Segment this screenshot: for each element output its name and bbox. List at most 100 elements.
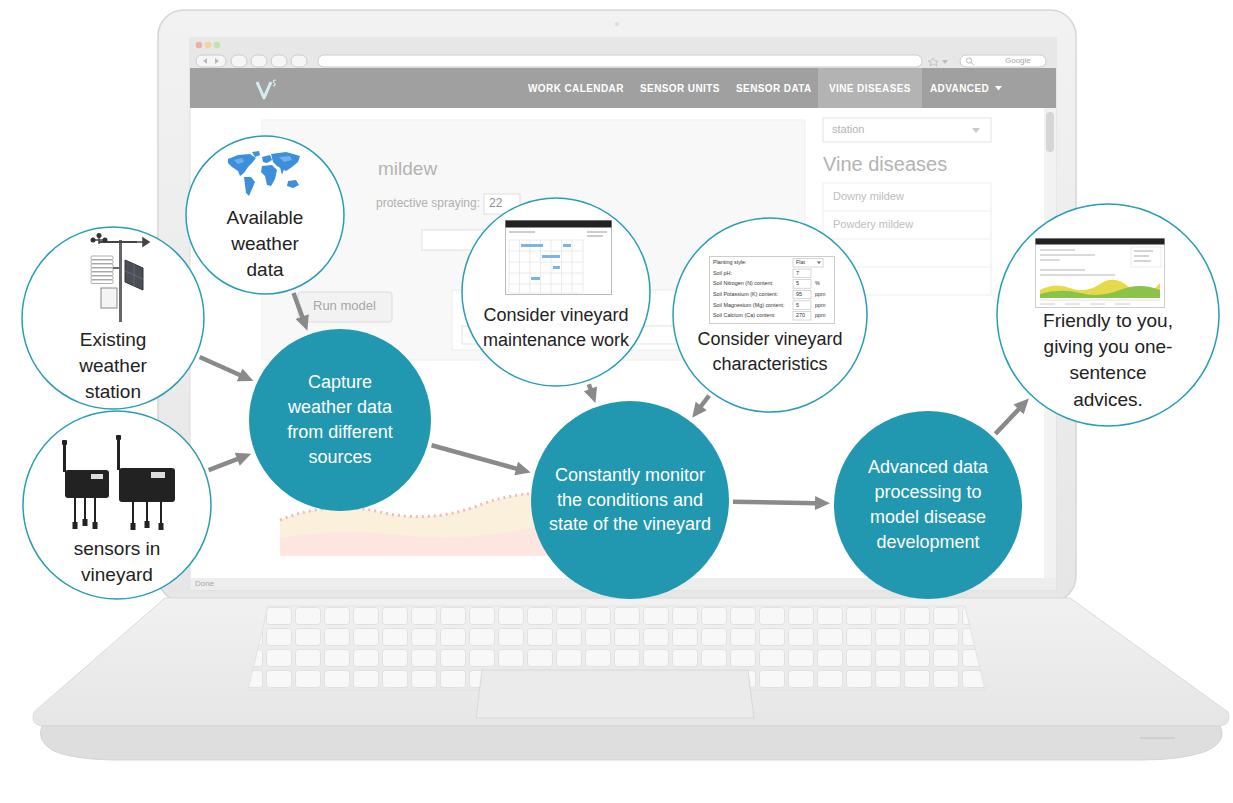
world-map-icon <box>262 155 272 163</box>
search-placeholder: Google <box>1005 56 1031 65</box>
browser-window <box>942 60 948 64</box>
node-text: Capture weather data from different sour… <box>276 370 404 469</box>
form-text: ppm <box>815 312 826 318</box>
faded-page-content <box>823 118 991 142</box>
flow-arrow <box>200 357 254 381</box>
calendar-screenshot <box>542 255 560 258</box>
calendar-screenshot <box>506 221 612 228</box>
flow-arrow <box>294 293 309 331</box>
sensor-devices-picture <box>119 468 175 502</box>
weather-station-picture <box>73 232 153 322</box>
world-map-icon <box>244 177 255 196</box>
browser-window <box>273 80 276 86</box>
calendar-screenshot <box>509 240 583 293</box>
world-map-icon <box>224 149 304 199</box>
form-fields <box>793 312 811 321</box>
laptop-lid <box>615 22 619 26</box>
form-text: % <box>815 280 820 286</box>
form-text: Soil Calcium (Ca) content: <box>713 312 776 318</box>
sensor-devices-picture <box>91 474 103 479</box>
world-map-icon <box>279 156 292 162</box>
calendar-screenshot <box>531 277 540 280</box>
weather-station-picture <box>103 238 108 243</box>
circle-outline <box>531 401 729 599</box>
weather-station-picture <box>119 240 122 322</box>
arrow-head <box>235 453 252 466</box>
browser-window <box>960 55 1046 67</box>
advice-screenshot <box>1035 238 1165 308</box>
info-circle: Existing weather station <box>21 226 205 410</box>
sensor-devices-picture <box>62 440 67 445</box>
arrow-line <box>700 396 709 408</box>
weather-station-picture <box>91 264 113 268</box>
browser-window <box>190 38 1056 590</box>
weather-station-picture <box>113 267 119 269</box>
form-text: Soil Magnesium (Mg) content: <box>713 302 785 308</box>
form-text: Flat <box>796 259 805 265</box>
nav-item: SENSOR UNITS <box>640 83 720 95</box>
world-map-icon <box>280 167 284 175</box>
form-fields <box>817 262 821 265</box>
form-text: 95 <box>796 291 802 297</box>
nav-item: SENSOR DATA <box>736 83 812 95</box>
field-value: 22 <box>489 197 502 211</box>
calendar-screenshot <box>509 240 583 293</box>
sensor-devices-picture <box>83 519 88 526</box>
sensor-devices-picture <box>65 470 109 498</box>
world-map-icon <box>287 180 299 188</box>
select-value: station <box>832 123 864 136</box>
calendar-screenshot <box>505 220 612 295</box>
advice-screenshot <box>1036 239 1165 308</box>
weather-station-picture <box>91 268 113 272</box>
sensor-devices-picture <box>93 522 98 529</box>
sensor-devices-picture <box>145 521 150 528</box>
browser-window <box>971 63 974 66</box>
nav-item: ADVANCED <box>930 83 989 95</box>
sensor-devices-picture <box>159 523 164 530</box>
arrow-line <box>733 502 817 503</box>
browser-window <box>190 68 1056 108</box>
button-label: Run model <box>313 299 376 314</box>
browser-window <box>318 55 922 67</box>
calendar-screenshot <box>521 244 571 280</box>
weather-station-picture <box>91 276 113 280</box>
laptop-base <box>476 670 754 718</box>
laptop-lid <box>158 10 1076 602</box>
world-map-icon <box>228 151 300 196</box>
form-text: ppm <box>815 302 826 308</box>
circle-outline <box>249 329 431 511</box>
sensor-devices-picture <box>55 432 185 532</box>
world-map-icon <box>234 156 292 164</box>
arrow-head <box>584 386 597 402</box>
world-map-icon <box>228 154 256 176</box>
world-map-icon <box>261 165 277 186</box>
browser-window <box>966 58 971 63</box>
nav-item: WORK CALENDAR <box>528 83 624 95</box>
weather-station-picture <box>91 256 113 284</box>
page-heading: mildew <box>378 158 437 180</box>
arrow-head <box>692 402 707 418</box>
form-text: ppm <box>815 291 826 297</box>
form-text: Planting style: <box>713 259 747 265</box>
browser-window <box>995 86 1002 91</box>
arrow-line <box>209 458 240 470</box>
arrow-head <box>1014 398 1029 414</box>
browser-window <box>190 38 1056 590</box>
calendar-screenshot <box>509 240 583 293</box>
calendar-screenshot <box>563 244 571 247</box>
info-circle: Planting style:FlatSoil pH:7Soil Nitroge… <box>672 217 868 413</box>
advice-screenshot <box>1040 286 1160 298</box>
weather-station-picture <box>125 260 143 290</box>
weather-station-picture <box>91 238 96 243</box>
world-map-icon <box>271 152 300 171</box>
form-text: Soil pH: <box>713 270 732 276</box>
process-circle: Advanced data processing to model diseas… <box>833 410 1023 600</box>
laptop-base <box>33 598 1229 726</box>
advice-screenshot <box>1036 239 1165 245</box>
arrow-head <box>296 314 309 330</box>
browser-window <box>203 58 219 64</box>
arrow-head <box>514 462 530 475</box>
browser-window <box>928 58 938 66</box>
arrow-line <box>432 445 519 469</box>
